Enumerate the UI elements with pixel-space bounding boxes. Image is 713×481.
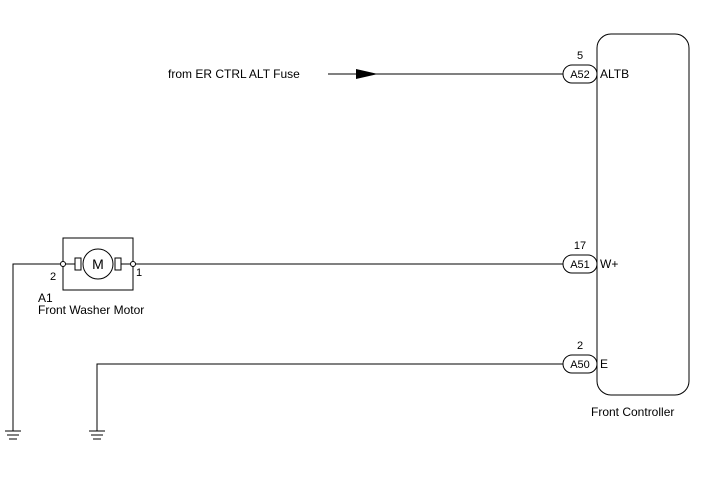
- motor-ground-wire: [12, 263, 61, 431]
- connector-a51-pin: 17: [574, 240, 586, 252]
- terminal-altb: ALTB: [600, 67, 629, 81]
- front-controller-box: [596, 33, 690, 396]
- ground-icon: [89, 430, 105, 440]
- ground-icon: [5, 430, 21, 440]
- motor-symbol: M: [92, 256, 104, 272]
- connector-a50: A50 2 E: [562, 340, 608, 374]
- front-controller-label: Front Controller: [591, 405, 674, 419]
- terminal-e: E: [600, 357, 608, 371]
- source-label: from ER CTRL ALT Fuse: [168, 67, 300, 81]
- motor-name: Front Washer Motor: [38, 303, 144, 317]
- e-ground-wire: [96, 363, 563, 431]
- motor-pin-right: 1: [136, 267, 142, 279]
- connector-a52-code: A52: [570, 69, 590, 81]
- motor-pin-left: 2: [50, 271, 56, 283]
- connector-a52-pin: 5: [577, 50, 583, 62]
- arrow-right-icon: [356, 69, 378, 79]
- motor-icon: M: [60, 237, 136, 291]
- connector-a50-pin: 2: [577, 340, 583, 352]
- connector-a50-code: A50: [570, 359, 590, 371]
- motor-id: A1: [38, 291, 53, 305]
- connector-a51-code: A51: [570, 259, 590, 271]
- connector-a51: A51 17 W+: [562, 240, 618, 274]
- terminal-w-plus: W+: [600, 257, 618, 271]
- connector-a52: A52 5 ALTB: [562, 50, 629, 84]
